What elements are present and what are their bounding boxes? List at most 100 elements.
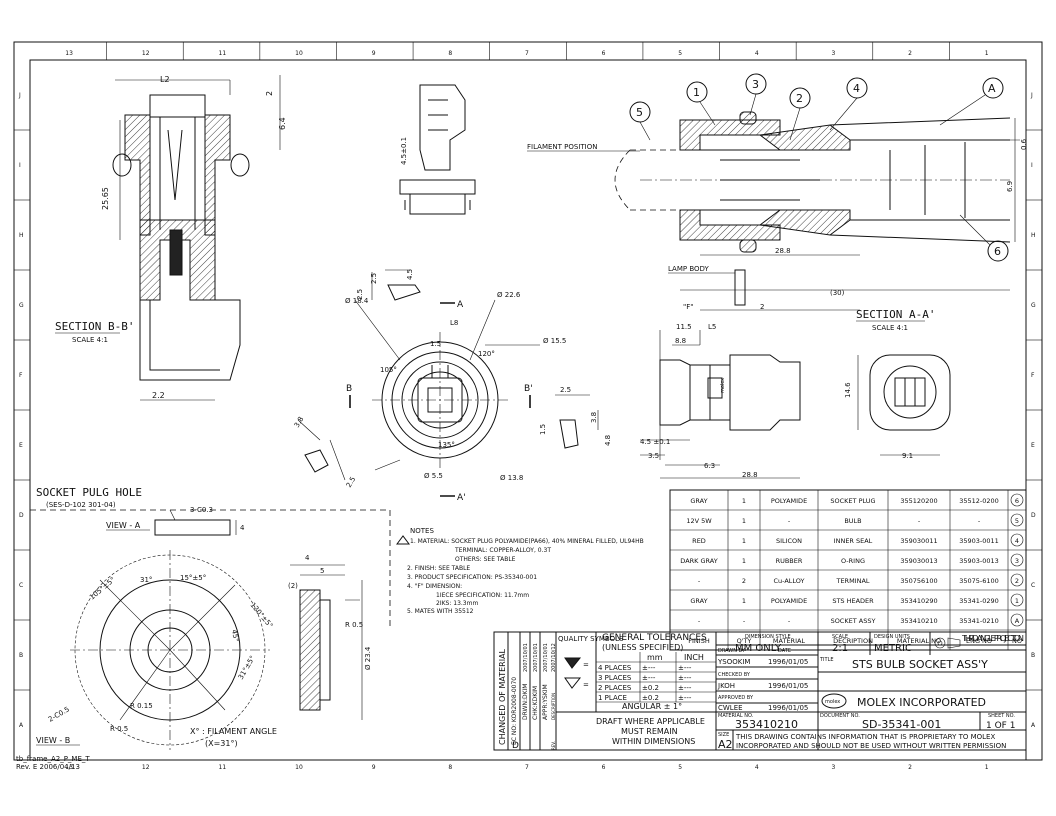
bom-cell: 35341-0210: [959, 617, 999, 625]
rev-date-4: 2007/10/12: [551, 643, 557, 672]
label-filament-position: FILAMENT POSITION: [527, 143, 597, 151]
balloon-6: 6: [994, 245, 1001, 258]
bom-header-cell: FINISH: [688, 637, 710, 645]
dim-side-28.8: 28.8: [742, 471, 758, 479]
tolerance-inch: ±---: [678, 684, 692, 692]
column-label-bottom: 1: [985, 764, 989, 771]
rev-heading: CHANGED OF MATERIAL: [498, 648, 507, 745]
rev-appr: APPR:YSKIM: [542, 684, 549, 720]
note-2: 2. FINISH: SEE TABLE: [407, 565, 470, 572]
material-no: 353410210: [735, 718, 798, 731]
column-label-bottom: 4: [755, 764, 759, 771]
unit-mm: mm: [647, 653, 663, 662]
checked-date: 1996/01/05: [768, 682, 808, 690]
column-label-top: 11: [219, 50, 227, 57]
bom-header-cell: DECRIPTION: [833, 637, 873, 645]
dim-top-4.5: 4.5±0.1: [400, 137, 408, 165]
bom-cell: 3: [1015, 557, 1019, 565]
dim-side-8.8: 8.8: [675, 337, 686, 345]
dim-style-value: MM ONLY: [735, 643, 782, 654]
section-aa-scale: SCALE 4:1: [872, 324, 908, 332]
bom-cell: 355120200: [900, 497, 937, 505]
rev-letter: D: [512, 741, 519, 751]
dim-aa-f: "F": [683, 303, 693, 311]
bom-header-cell: Q'TY: [737, 637, 752, 645]
dim-bb-25.65: 25.65: [101, 187, 110, 210]
bom-cell: 1: [742, 537, 746, 545]
bom-cell: GRAY: [690, 497, 707, 505]
row-label-left: F: [19, 372, 23, 379]
column-label-bottom: 9: [372, 764, 376, 771]
bom-cell: TERMINAL: [835, 577, 869, 585]
balloon-2: 2: [796, 92, 803, 105]
row-label-right: G: [1031, 302, 1036, 309]
bom-cell: 1: [742, 597, 746, 605]
rev-chk: CHK:KDKIM: [532, 686, 539, 720]
dim-aa-6.9: 6.9: [1006, 181, 1014, 192]
bom-cell: POLYAMIDE: [771, 497, 807, 505]
proprietary-line-1: THIS DRAWING CONTAINS INFORMATION THAT I…: [735, 733, 995, 741]
row-label-left: C: [19, 582, 23, 589]
dim-dia-15.5: Ø 15.5: [543, 337, 566, 345]
tolerance-inch: ±---: [678, 664, 692, 672]
dim-hole-c03: 3-C0.3: [190, 506, 213, 514]
bom-cell: DARK GRAY: [680, 557, 717, 565]
title-label: TITLE: [819, 657, 834, 663]
draft-line-2: MUST REMAIN: [621, 727, 678, 736]
row-label-right: H: [1031, 232, 1036, 239]
row-label-right: B: [1031, 652, 1035, 659]
proprietary-line-2: INCORPORATED AND SHOULD NOT BE USED WITH…: [736, 742, 1006, 750]
column-label-top: 10: [295, 50, 303, 57]
dim-side-5: 5: [320, 567, 324, 575]
balloon-group: 1 3 2 4 A 5 6: [629, 73, 1009, 262]
bom-cell: 5: [1015, 517, 1019, 525]
note-3: 3. PRODUCT SPECIFICATION: PS-35340-001: [407, 574, 537, 581]
bom-cell: -: [698, 577, 701, 585]
section-mark-b-prime: B': [524, 384, 533, 394]
dim-2c05: 2-C0.5: [47, 705, 71, 723]
svg-text:=: =: [583, 661, 589, 669]
column-label-top: 9: [372, 50, 376, 57]
bom-cell: 35903-0013: [959, 557, 999, 565]
dim-det3-4.8: 4.8: [604, 435, 612, 446]
bom-cell: 35903-0011: [959, 537, 999, 545]
svg-text:=: =: [583, 681, 589, 689]
bom-header-cell: MATERIAL NO: [897, 637, 941, 645]
bom-cell: STS HEADER: [832, 597, 874, 605]
approved-date: 1996/01/05: [768, 704, 808, 712]
tolerance-inch: ±---: [678, 694, 692, 702]
row-label-right: C: [1031, 582, 1035, 589]
note-1c: OTHERS: SEE TABLE: [455, 556, 516, 563]
row-label-right: E: [1031, 442, 1035, 449]
note-4a: 1IECE SPECIFICATION: 11.7mm: [436, 592, 529, 599]
dim-side-r05: R 0.5: [345, 621, 363, 629]
column-label-bottom: 5: [678, 764, 682, 771]
sheet-no: 1 OF 1: [986, 721, 1015, 731]
row-label-left: B: [19, 652, 23, 659]
top-view: 4.5±0.1: [399, 84, 476, 215]
dim-side-6.3: 6.3: [704, 462, 715, 470]
bom-cell: 12V 5W: [686, 517, 712, 525]
quality-symbols-label: QUALITY SYMBOLS: [558, 635, 624, 643]
dim-l8: L8: [450, 319, 458, 327]
dim-dia-22.6: Ø 22.6: [497, 291, 521, 299]
dim-aa-30: (30): [830, 289, 845, 297]
bom-header-cell: NO: [1012, 637, 1022, 645]
bom-cell: 2: [1015, 577, 1019, 585]
column-label-bottom: 6: [602, 764, 606, 771]
row-label-left: H: [19, 232, 24, 239]
bom-cell: RUBBER: [776, 557, 803, 565]
size-value: A2: [718, 738, 733, 751]
tolerance-places: 2 PLACES: [598, 684, 632, 692]
row-label-right: D: [1031, 512, 1036, 519]
drawn-by: YSOOKIM: [717, 658, 750, 666]
label-lamp-body: LAMP BODY: [668, 265, 710, 273]
row-label-left: G: [19, 302, 24, 309]
notes-title: NOTES: [410, 527, 434, 535]
row-label-left: E: [19, 442, 23, 449]
document-no: SD-35341-001: [862, 718, 941, 731]
dim-side-d23.4: Ø 23.4: [364, 646, 372, 670]
section-bb-scale: SCALE 4:1: [72, 336, 108, 344]
dim-bb-l2: L2: [160, 75, 170, 84]
socket-hole-view: SOCKET PULG HOLE (SES-D-102 301-04) VIEW…: [30, 486, 391, 750]
